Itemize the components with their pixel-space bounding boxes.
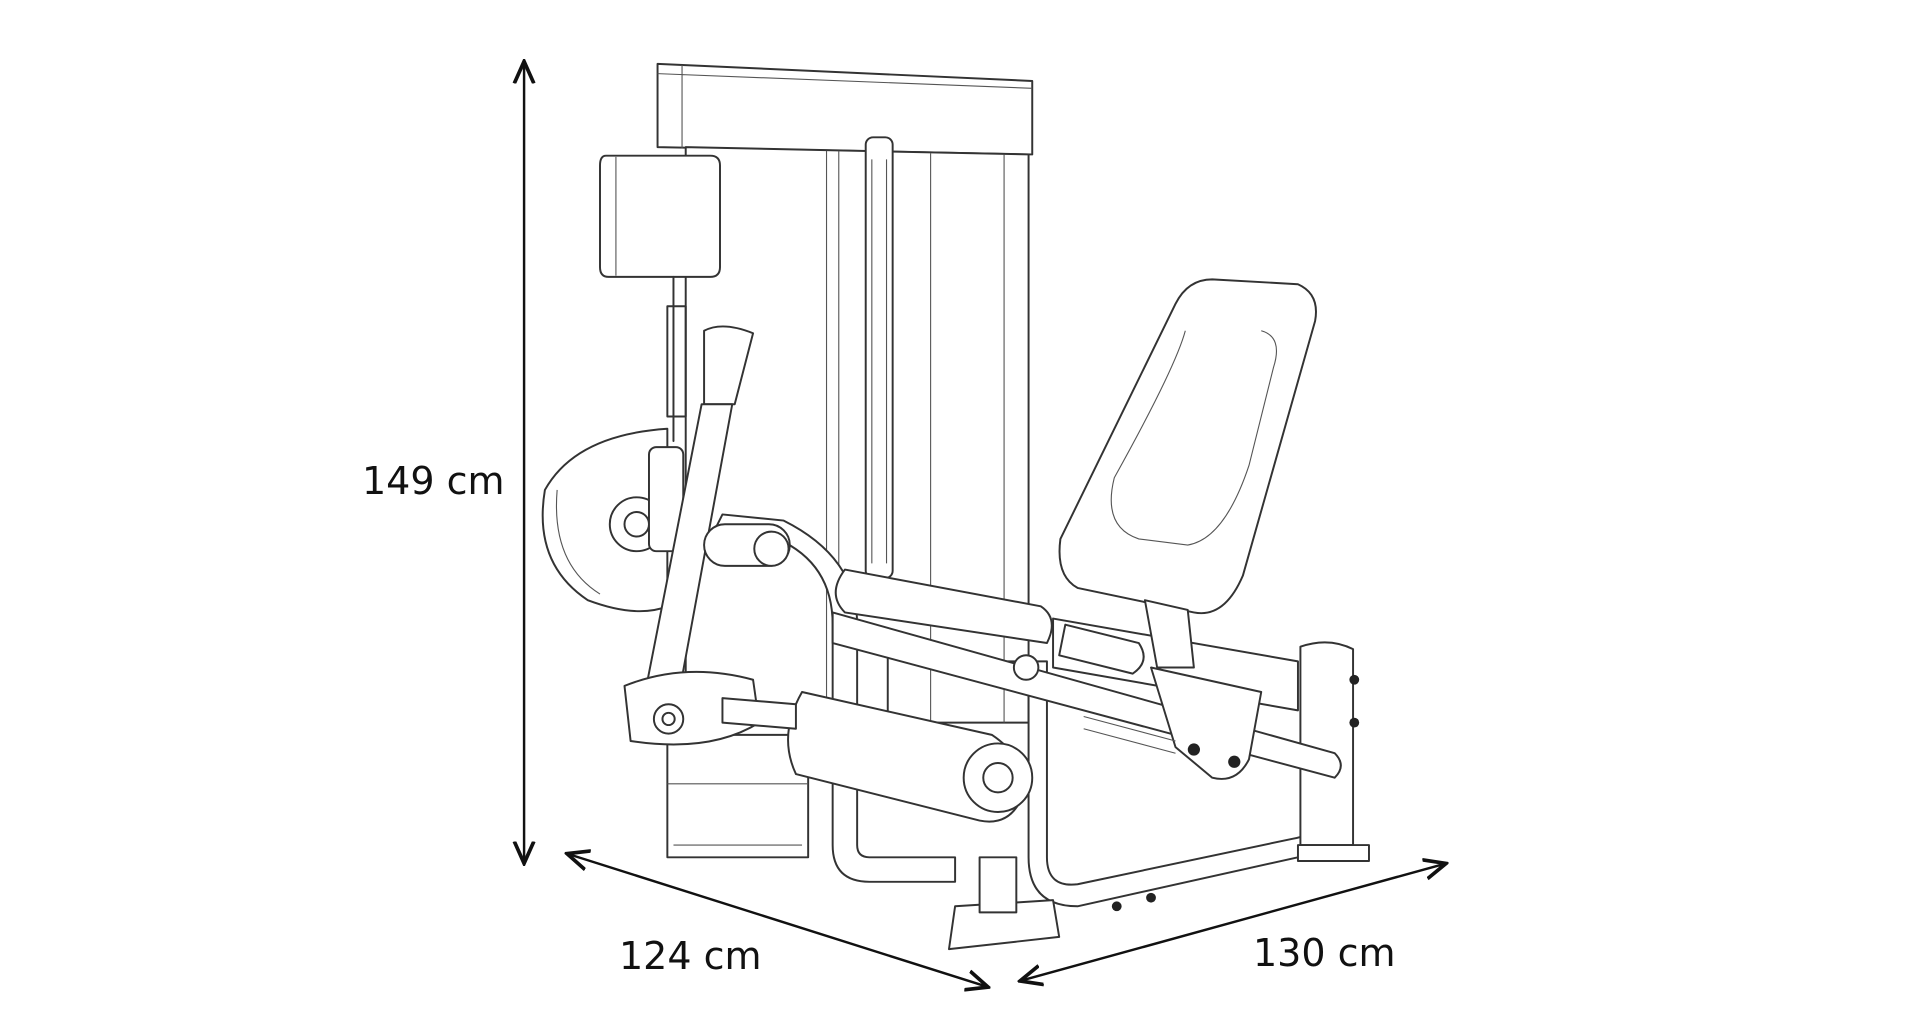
pads-and-rollers <box>703 523 1342 823</box>
width-label: 130 cm <box>1253 931 1396 975</box>
depth-label: 124 cm <box>619 934 762 978</box>
weight-stack-tower <box>656 62 1034 859</box>
shin-pad-top <box>599 154 721 442</box>
width-dimension-arrow <box>1020 863 1446 981</box>
lever-arm <box>623 325 761 746</box>
height-label: 149 cm <box>362 459 505 503</box>
depth-dimension-arrow <box>567 854 988 987</box>
cam-wheel <box>541 427 685 613</box>
backrest-seat <box>1058 278 1317 669</box>
